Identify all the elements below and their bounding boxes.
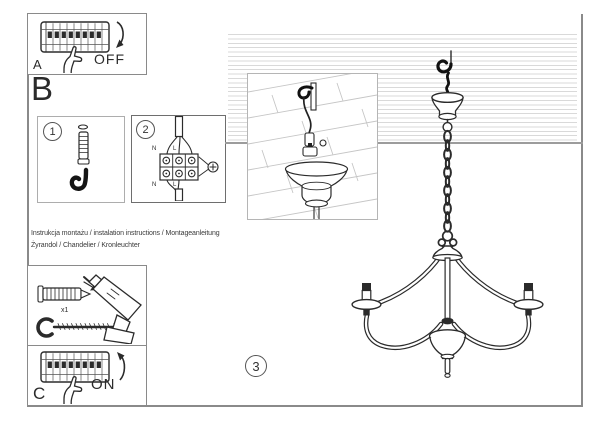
circuit-breaker-icon xyxy=(40,21,110,53)
instructions-line2: Żyrandol / Chandelier / Kronleuchter xyxy=(31,242,140,249)
chain-icon xyxy=(443,129,452,233)
ceiling-junction-line xyxy=(225,142,583,144)
chain-connector-icon xyxy=(302,132,327,157)
section-b-label: B xyxy=(31,70,54,107)
quantity-label: x1 xyxy=(61,307,69,314)
canopy-icon xyxy=(431,92,464,121)
terminal-l-top-label: L xyxy=(173,146,177,152)
instructions-line1: Instrukcja montażu / instalation instruc… xyxy=(31,230,220,237)
step3-badge: 3 xyxy=(245,355,267,377)
canopy-icon xyxy=(284,161,349,208)
sheet-right-border xyxy=(581,14,583,406)
wall-plug-icon xyxy=(77,124,90,165)
mains-cable-icon xyxy=(174,116,184,138)
ceiling-hook-icon xyxy=(436,50,453,97)
arm-junction-icon xyxy=(441,317,454,325)
off-label: OFF xyxy=(94,51,125,67)
tools-illustration xyxy=(36,274,142,344)
ceiling-detail-illustration xyxy=(248,74,377,219)
wiring-diagram xyxy=(159,116,219,201)
wall-plug-icon xyxy=(37,285,92,303)
left-candle-icon xyxy=(351,283,382,316)
terminal-n-bottom-label: N xyxy=(152,182,157,188)
panel-a-label: A xyxy=(33,57,42,72)
center-body-icon xyxy=(428,329,467,378)
terminal-n-top-label: N xyxy=(152,146,157,152)
right-candle-icon xyxy=(513,283,544,316)
ceiling-detail-inset xyxy=(247,73,378,220)
hand-icon xyxy=(63,46,83,73)
ceiling-hook-icon xyxy=(297,85,314,100)
lamp-cable-icon xyxy=(174,188,184,201)
hook-shaft-icon xyxy=(310,82,317,111)
step1-panel: 1 xyxy=(37,116,125,203)
ceiling-hook-icon xyxy=(69,167,89,191)
panel-c: C ON xyxy=(27,345,147,406)
tools-panel: x1 xyxy=(27,265,147,346)
sheet-bottom-border xyxy=(27,405,583,407)
hook-parts-illustration xyxy=(69,124,90,191)
panel-a: A OFF xyxy=(27,13,147,75)
breaker-off-illustration xyxy=(40,21,124,73)
panel-c-label: C xyxy=(33,384,46,403)
terminal-l-bottom-label: L xyxy=(173,182,177,188)
step1-badge: 1 xyxy=(43,122,62,141)
breaker-on-illustration xyxy=(40,351,126,404)
drill-icon xyxy=(83,274,142,344)
chandelier-illustration xyxy=(351,50,544,378)
arrow-down-icon xyxy=(116,21,124,48)
pendant-cable-icon xyxy=(313,206,320,219)
on-label: ON xyxy=(91,376,116,393)
terminal-block-icon xyxy=(159,153,199,181)
arrow-up-icon xyxy=(117,352,126,381)
sheet-left-border xyxy=(27,13,29,405)
hand-icon xyxy=(63,376,83,404)
center-rod-icon xyxy=(444,257,451,322)
screwdriver-icon xyxy=(198,156,219,177)
step2-badge: 2 xyxy=(136,120,155,139)
step2-panel: 2 xyxy=(131,115,226,203)
